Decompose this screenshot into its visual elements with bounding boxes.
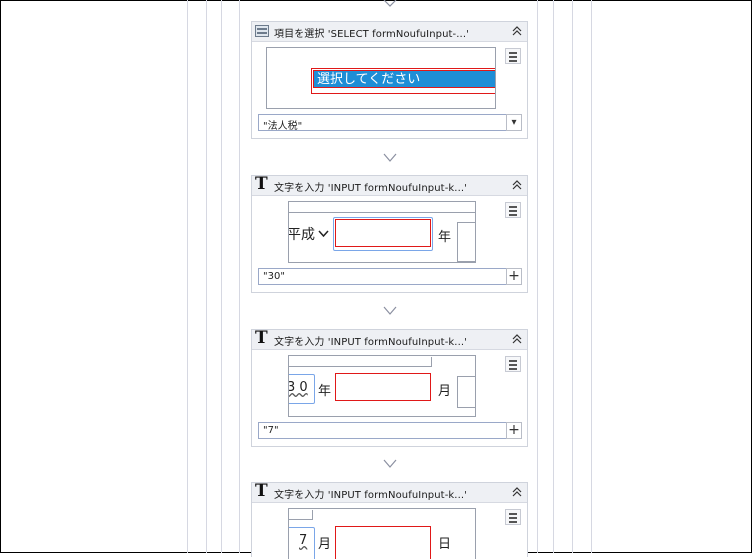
hamburger-menu-icon[interactable] [505,356,521,372]
activity-title: 文字を入力 'INPUT formNoufuInput-k...' [274,490,467,501]
container-guide-left-mid [206,0,207,553]
container-guide-left-inner [221,0,222,553]
activity-card-select[interactable]: 項目を選択 'SELECT formNoufuInput-...' 選択してくだ… [251,21,528,139]
year-value-text: 3 0 [288,380,308,395]
container-guide-right-inner [553,0,554,553]
connector-arrow-icon [383,459,397,468]
add-expression-button[interactable]: + [506,422,522,439]
activity-card-type-month[interactable]: T 文字を入力 'INPUT formNoufuInput-k...' 3 0 … [251,328,528,447]
year-unit-label: 年 [438,230,452,245]
collapse-chevron-icon[interactable] [511,333,523,345]
collapse-chevron-icon[interactable] [511,25,523,37]
collapse-chevron-icon[interactable] [511,179,523,191]
chevron-down-icon [318,230,329,238]
activity-header[interactable]: T 文字を入力 'INPUT formNoufuInput-k...' [252,328,527,350]
dropdown-chevron-icon[interactable]: ▾ [506,114,522,131]
activity-header[interactable]: 項目を選択 'SELECT formNoufuInput-...' [252,22,527,42]
target-month-input [335,373,431,401]
target-day-input [335,526,431,559]
text-t-icon: T [255,481,268,501]
hamburger-menu-icon[interactable] [505,509,521,525]
connector-arrow-icon [383,306,397,315]
add-expression-button[interactable]: + [506,268,522,285]
collapse-chevron-icon[interactable] [511,486,523,498]
activity-header[interactable]: T 文字を入力 'INPUT formNoufuInput-k...' [252,481,527,503]
year-unit-label: 年 [318,384,332,399]
container-guide-right-outer [591,0,592,553]
select-placeholder-option: 選択してください [313,70,495,88]
hamburger-menu-icon[interactable] [505,48,521,64]
activity-title: 文字を入力 'INPUT formNoufuInput-k...' [274,183,467,194]
container-guide-left-outer [187,0,188,553]
select-list-icon [255,25,269,37]
container-guide-right-mid [572,0,573,553]
day-unit-label: 日 [438,537,452,552]
text-t-icon: T [255,328,268,348]
target-element-preview: 平成 年 [288,201,476,263]
month-unit-label: 月 [438,384,452,399]
activity-card-type-day[interactable]: T 文字を入力 'INPUT formNoufuInput-k...' 7 月 … [251,481,528,559]
target-element-preview: 選択してください [266,47,496,109]
activity-header[interactable]: T 文字を入力 'INPUT formNoufuInput-k...' [252,174,527,196]
target-year-input [335,219,431,247]
activity-title: 項目を選択 'SELECT formNoufuInput-...' [274,29,469,40]
connector-arrow-icon [383,153,397,162]
select-value-field[interactable]: "法人税" [258,114,507,132]
hamburger-menu-icon[interactable] [505,202,521,218]
text-value-field[interactable]: "30" [258,268,507,285]
activity-title: 文字を入力 'INPUT formNoufuInput-k...' [274,337,467,348]
target-element-preview: 7 月 日 [288,508,476,559]
month-value-text: 7 [299,533,308,548]
month-unit-label: 月 [318,537,332,552]
sequence-container [239,0,538,553]
text-t-icon: T [255,174,268,194]
era-select-label: 平成 [288,227,315,243]
target-element-preview: 3 0 年 月 [288,355,476,417]
activity-card-type-year[interactable]: T 文字を入力 'INPUT formNoufuInput-k...' 平成 年… [251,174,528,293]
target-highlight-outer [311,68,495,94]
text-value-field[interactable]: "7" [258,422,507,439]
connector-arrow-icon [383,0,397,7]
